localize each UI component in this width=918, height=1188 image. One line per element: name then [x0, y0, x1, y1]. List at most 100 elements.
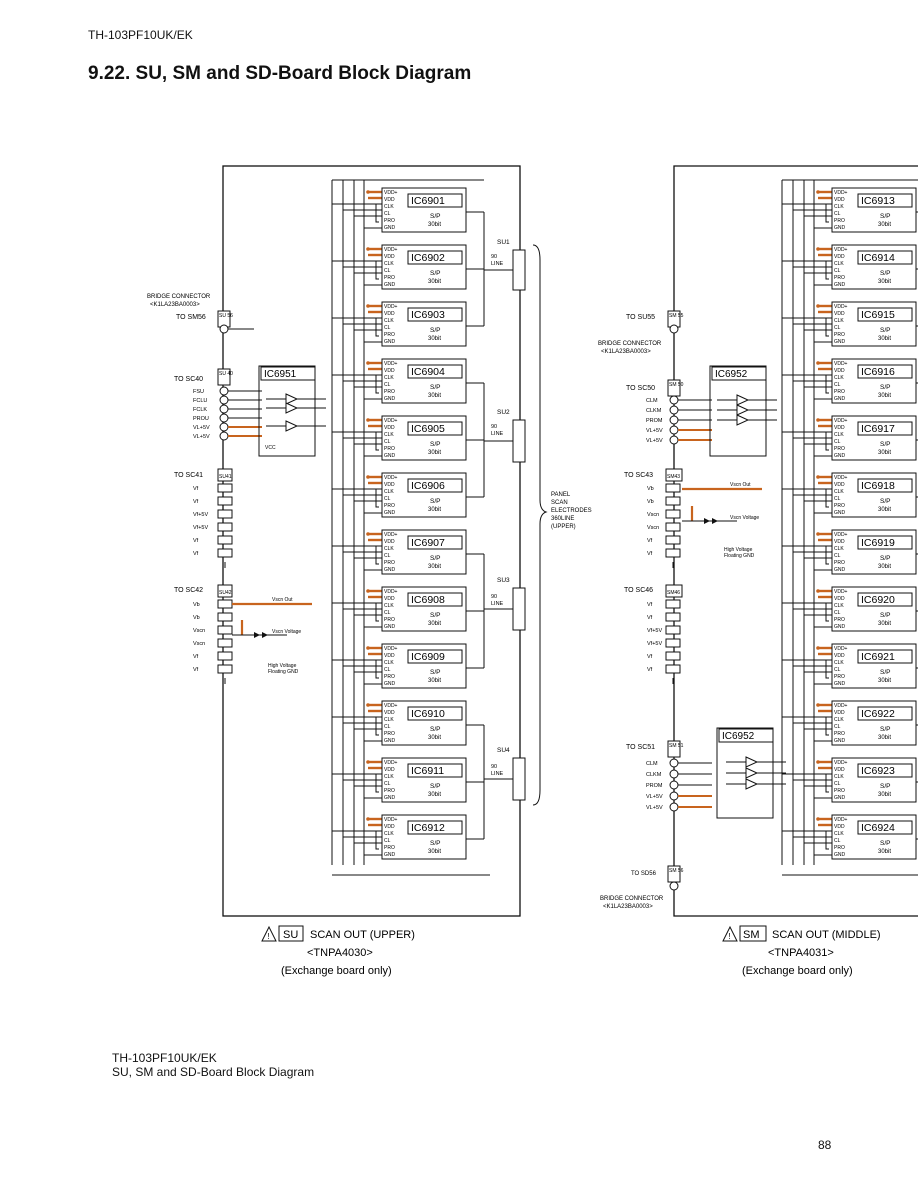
su40-signal: VL+5V: [193, 425, 210, 431]
su-ic-name-box: [407, 421, 463, 436]
su-sp-label: S/P: [430, 498, 440, 505]
sm-ic-name: IC6917: [861, 423, 895, 435]
panel-brace: [532, 244, 548, 806]
su-bracket: [375, 317, 379, 337]
ic6952-label: IC6952: [715, 369, 748, 380]
su-ic-name: IC6902: [411, 252, 445, 264]
sm-pin-label: CLK: [834, 375, 844, 381]
su-pin-label: CL: [384, 667, 391, 673]
su41-pin: [217, 535, 233, 545]
ic6952b-buffer-icon: [745, 756, 759, 768]
sm-ic-name: IC6915: [861, 309, 895, 321]
sm-pin-label: CLK: [834, 831, 844, 837]
su-pin-label: GND: [384, 453, 396, 459]
sm-pin-label: VDD+: [834, 304, 848, 310]
su-pin-label: VDD+: [384, 361, 398, 367]
sm-ic-name: IC6924: [861, 822, 895, 834]
sm-pin-label: PRO: [834, 788, 845, 794]
ic6951-buffer-icon: [285, 420, 299, 432]
su-sp-label: S/P: [430, 327, 440, 334]
panel-label-1: PANEL: [551, 492, 571, 498]
su-ic-name: IC6907: [411, 537, 445, 549]
sm-pin-label: CL: [834, 610, 841, 616]
sm-to-sc46: TO SC46: [624, 587, 653, 594]
sm-ic-name-box: [857, 763, 913, 778]
su-sp-label: S/P: [430, 555, 440, 562]
sm-vdd-dot: [816, 760, 820, 764]
sm-vdd-dot: [816, 418, 820, 422]
su41-pin: [217, 509, 233, 519]
sm46-signal: Vf+5V: [647, 628, 662, 634]
sm-pin-label: PRO: [834, 731, 845, 737]
sm-caption-title: SCAN OUT (MIDDLE): [772, 929, 881, 941]
su-sp-label: S/P: [430, 270, 440, 277]
su-pin-label: VDD: [384, 539, 395, 545]
su-pin-label: CLK: [384, 375, 394, 381]
su-pin-label: CLK: [384, 831, 394, 837]
su1-lines-num: 90: [491, 254, 497, 260]
su-bracket: [375, 659, 379, 679]
su-vdd-dot: [366, 703, 370, 707]
sm-pin-label: VDD: [834, 311, 845, 317]
sm-hv-2: Floating GND: [724, 553, 755, 559]
sm46-connector: [665, 584, 683, 598]
su-ic-name-box: [407, 364, 463, 379]
sm-sp-label: S/P: [880, 669, 890, 676]
sm-sp-label: S/P: [880, 612, 890, 619]
sm43-signal: Vb: [647, 486, 654, 492]
sm-pin-label: VDD+: [834, 475, 848, 481]
sm-bridge-label: BRIDGE CONNECTOR: [598, 341, 662, 347]
sm-ic-name: IC6922: [861, 708, 895, 720]
su-bracket: [375, 545, 379, 565]
su-bracket: [375, 203, 379, 223]
sm-code: SM: [743, 929, 760, 941]
sm-pin-label: VDD+: [834, 361, 848, 367]
su-ic-name-box: [407, 307, 463, 322]
sm-to-sc51: TO SC51: [626, 744, 655, 751]
su-pin-label: PRO: [384, 332, 395, 338]
su-pin-label: VDD+: [384, 418, 398, 424]
su-pin-label: CL: [384, 781, 391, 787]
ic6952-buffer-icon: [736, 394, 750, 406]
su-pin-label: VDD: [384, 254, 395, 260]
sm-sp-label: S/P: [880, 840, 890, 847]
su-vdd-dot: [366, 475, 370, 479]
sm-pin-label: CLK: [834, 489, 844, 495]
su-pin-label: GND: [384, 852, 396, 858]
su-ic-name-box: [407, 820, 463, 835]
su40-code: SU 40: [219, 371, 233, 377]
sm-bracket: [825, 488, 829, 508]
sm-to-su55: TO SU55: [626, 314, 655, 321]
panel-label-2: SCAN: [551, 500, 568, 506]
ic6952b-buffer-icon: [745, 778, 759, 790]
su-pin-label: VDD: [384, 368, 395, 374]
sm-ic-name: IC6923: [861, 765, 895, 777]
su-pin-label: VDD+: [384, 646, 398, 652]
sm-bridge-part: <K1LA23BA0003>: [601, 349, 651, 355]
footer-model: TH-103PF10UK/EK: [112, 1051, 217, 1065]
ic6952-buffer-icon: [736, 404, 750, 416]
su-caption-part: <TNPA4030>: [307, 947, 373, 959]
sm-pin-label: VDD+: [834, 532, 848, 538]
sm-pin-label: CLK: [834, 660, 844, 666]
sm43-signal: Vf: [647, 538, 653, 544]
sm-bridge-label-2: BRIDGE CONNECTOR: [600, 896, 664, 902]
su-sp-label: S/P: [430, 441, 440, 448]
ic6952-buffer-icon: [736, 414, 750, 426]
su-ic-name-box: [407, 193, 463, 208]
sm43-pin: [665, 548, 681, 558]
su41-pin: [217, 522, 233, 532]
sm51-signal: PROM: [646, 783, 663, 789]
su-pin-label: GND: [384, 738, 396, 744]
sm-bridge-part-2: <K1LA23BA0003>: [603, 904, 653, 910]
sm-bits-label: 30bit: [878, 678, 891, 684]
sm-bracket: [825, 773, 829, 793]
ic6951-block: [258, 365, 316, 457]
sm43-signal: Vb: [647, 499, 654, 505]
sm43-code: SM43: [667, 474, 680, 480]
